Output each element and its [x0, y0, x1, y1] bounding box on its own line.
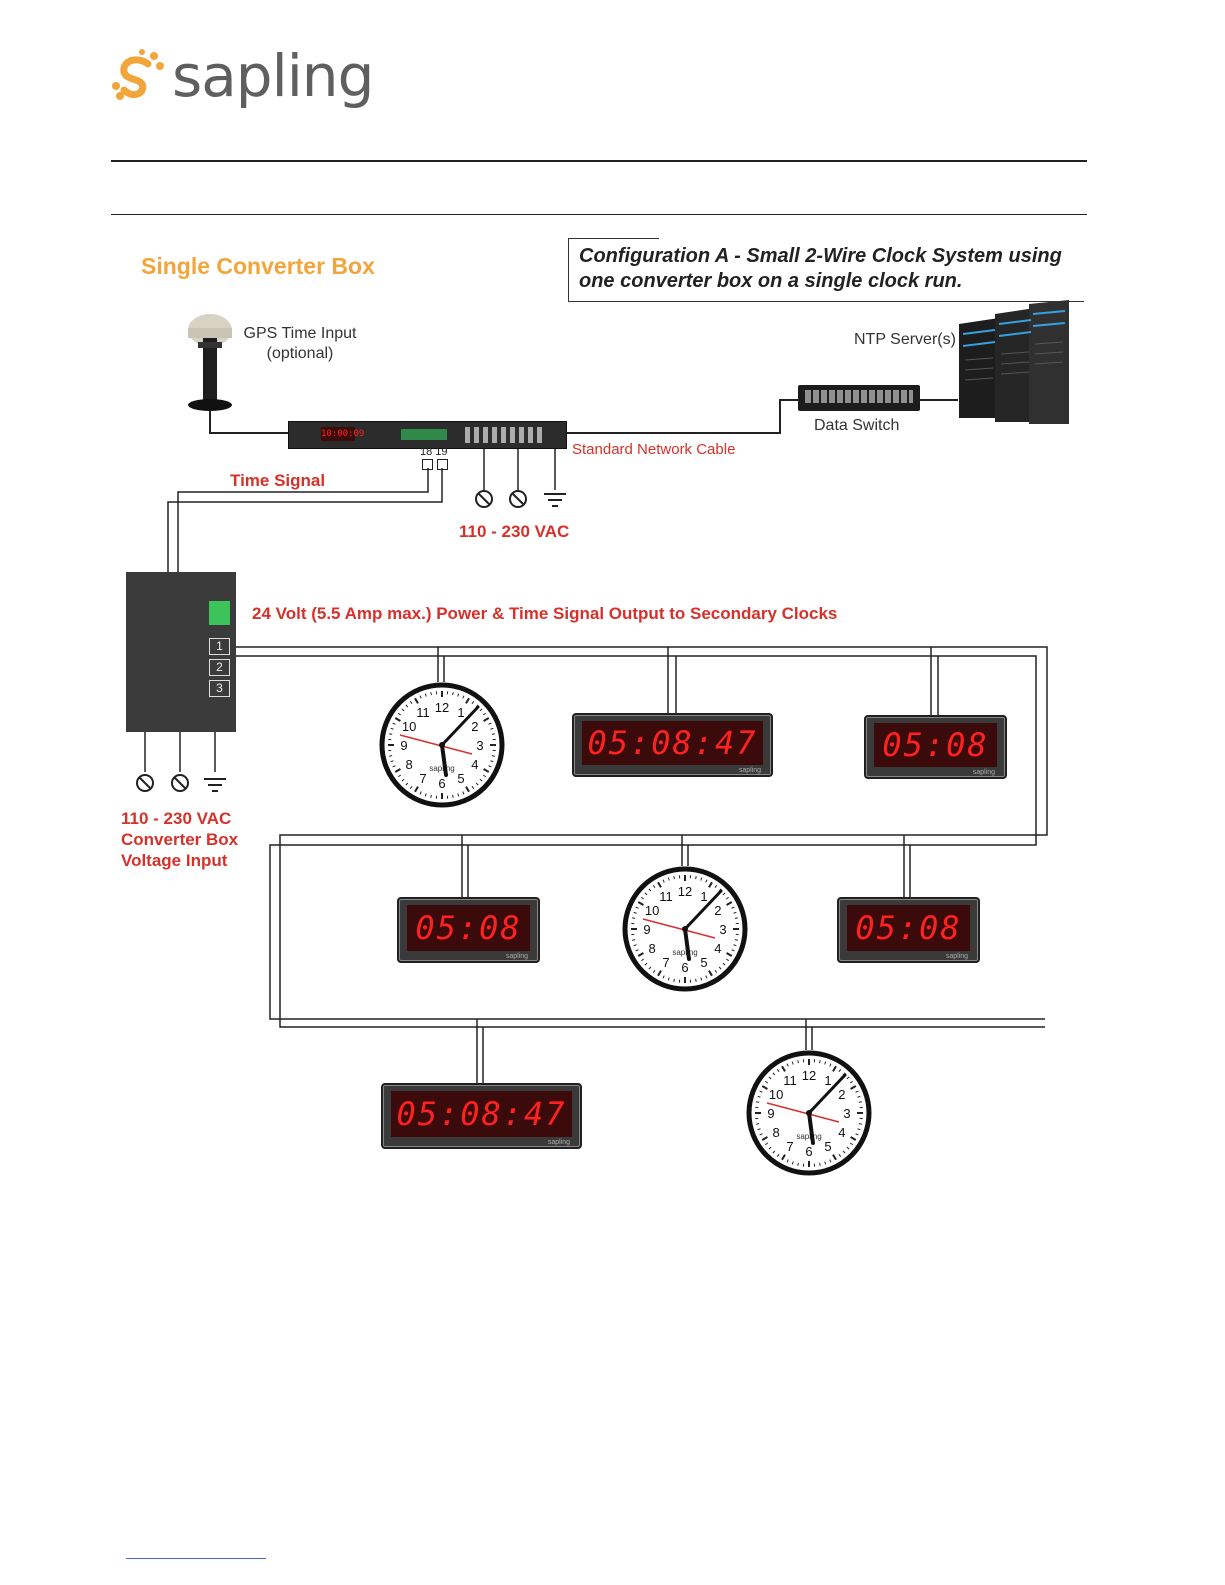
svg-text:11: 11 [659, 889, 673, 904]
digital-clock: 05:08:47 sapling [381, 1083, 582, 1149]
svg-text:10: 10 [402, 719, 416, 734]
svg-text:7: 7 [419, 771, 426, 786]
config-title: Configuration A - Small 2-Wire Clock Sys… [579, 245, 1062, 292]
svg-text:1: 1 [824, 1073, 831, 1088]
converter-voltage-label: 110 - 230 VAC Converter Box Voltage Inpu… [121, 809, 239, 870]
svg-text:10: 10 [645, 903, 659, 918]
analog-clock-brand: sapling [796, 1132, 821, 1141]
output-label: 24 Volt (5.5 Amp max.) Power & Time Sign… [252, 604, 838, 623]
digital-clock-time: 05:08:47 [391, 1091, 572, 1137]
analog-clock-brand: sapling [429, 764, 454, 773]
svg-text:6: 6 [438, 776, 445, 791]
digital-clock-brand: sapling [972, 769, 995, 776]
converter-port-2: 2 [209, 659, 230, 676]
header-rule-top [111, 160, 1087, 162]
svg-text:10: 10 [769, 1087, 783, 1102]
time-signal-label: Time Signal [230, 471, 326, 490]
digital-clock-brand: sapling [738, 767, 761, 774]
digital-clock: 05:08 sapling [397, 897, 540, 963]
ntp-server-label: NTP Server(s) [854, 331, 956, 348]
svg-text:2: 2 [838, 1087, 845, 1102]
data-switch-label: Data Switch [814, 417, 900, 434]
gps-antenna-icon [188, 314, 232, 411]
svg-text:3: 3 [476, 738, 483, 753]
terminal-19 [437, 459, 448, 470]
analog-clock-brand: sapling [672, 948, 697, 957]
svg-text:7: 7 [662, 955, 669, 970]
svg-text:4: 4 [714, 941, 721, 956]
svg-text:5: 5 [700, 955, 707, 970]
digital-clock-time: 05:08 [407, 905, 530, 951]
master-clock: 10:00:09 [288, 421, 567, 449]
svg-text:12: 12 [678, 884, 692, 899]
svg-text:11: 11 [416, 705, 430, 720]
svg-text:7: 7 [786, 1139, 793, 1154]
svg-text:6: 6 [805, 1144, 812, 1159]
ac-line-icon [136, 774, 189, 792]
sapling-logo [108, 46, 168, 106]
svg-text:9: 9 [643, 922, 650, 937]
svg-text:3: 3 [843, 1106, 850, 1121]
brand-name: sapling [172, 42, 374, 110]
svg-text:12: 12 [802, 1068, 816, 1083]
digital-clock: 05:08 sapling [864, 715, 1007, 779]
footer-link-underline [126, 1558, 266, 1559]
section-title: Single Converter Box [141, 253, 375, 279]
svg-text:9: 9 [400, 738, 407, 753]
svg-text:8: 8 [648, 941, 655, 956]
converter-status-light [209, 601, 230, 625]
digital-clock: 05:08:47 sapling [572, 713, 773, 777]
master-clock-lcd [401, 429, 447, 440]
svg-text:12: 12 [435, 700, 449, 715]
digital-clock-brand: sapling [547, 1139, 570, 1146]
digital-clock-time: 05:08:47 [582, 721, 763, 765]
svg-text:2: 2 [714, 903, 721, 918]
data-switch-icon [798, 385, 920, 411]
svg-text:9: 9 [767, 1106, 774, 1121]
terminal-labels: 18 19 [420, 446, 448, 458]
svg-text:8: 8 [772, 1125, 779, 1140]
converter-port-3: 3 [209, 680, 230, 697]
svg-text:5: 5 [824, 1139, 831, 1154]
ground-icon [204, 778, 226, 792]
ntp-server-icon [959, 300, 1069, 424]
digital-clock-brand: sapling [945, 953, 968, 960]
header-rule-bottom [111, 214, 1087, 215]
svg-text:6: 6 [681, 960, 688, 975]
config-callout: Configuration A - Small 2-Wire Clock Sys… [568, 238, 1084, 302]
digital-clock-time: 05:08 [874, 723, 997, 767]
sapling-logo-icon [112, 49, 164, 100]
master-clock-keypad [465, 427, 543, 443]
svg-text:11: 11 [783, 1073, 797, 1088]
svg-text:5: 5 [457, 771, 464, 786]
terminal-18 [422, 459, 433, 470]
network-cable-label: Standard Network Cable [572, 441, 736, 458]
digital-clock-time: 05:08 [847, 905, 970, 951]
converter-port-1: 1 [209, 638, 230, 655]
svg-text:4: 4 [471, 757, 478, 772]
svg-text:1: 1 [700, 889, 707, 904]
gps-label: GPS Time Input (optional) [243, 325, 357, 362]
svg-text:8: 8 [405, 757, 412, 772]
master-voltage-label: 110 - 230 VAC [459, 522, 570, 541]
svg-text:2: 2 [471, 719, 478, 734]
converter-box: 1 2 3 [126, 572, 236, 732]
ground-icon [544, 493, 566, 507]
ac-line-icon [475, 490, 527, 508]
master-clock-display: 10:00:09 [321, 427, 365, 441]
svg-text:1: 1 [457, 705, 464, 720]
digital-clock-brand: sapling [505, 953, 528, 960]
digital-clock: 05:08 sapling [837, 897, 980, 963]
svg-text:4: 4 [838, 1125, 845, 1140]
svg-text:3: 3 [719, 922, 726, 937]
